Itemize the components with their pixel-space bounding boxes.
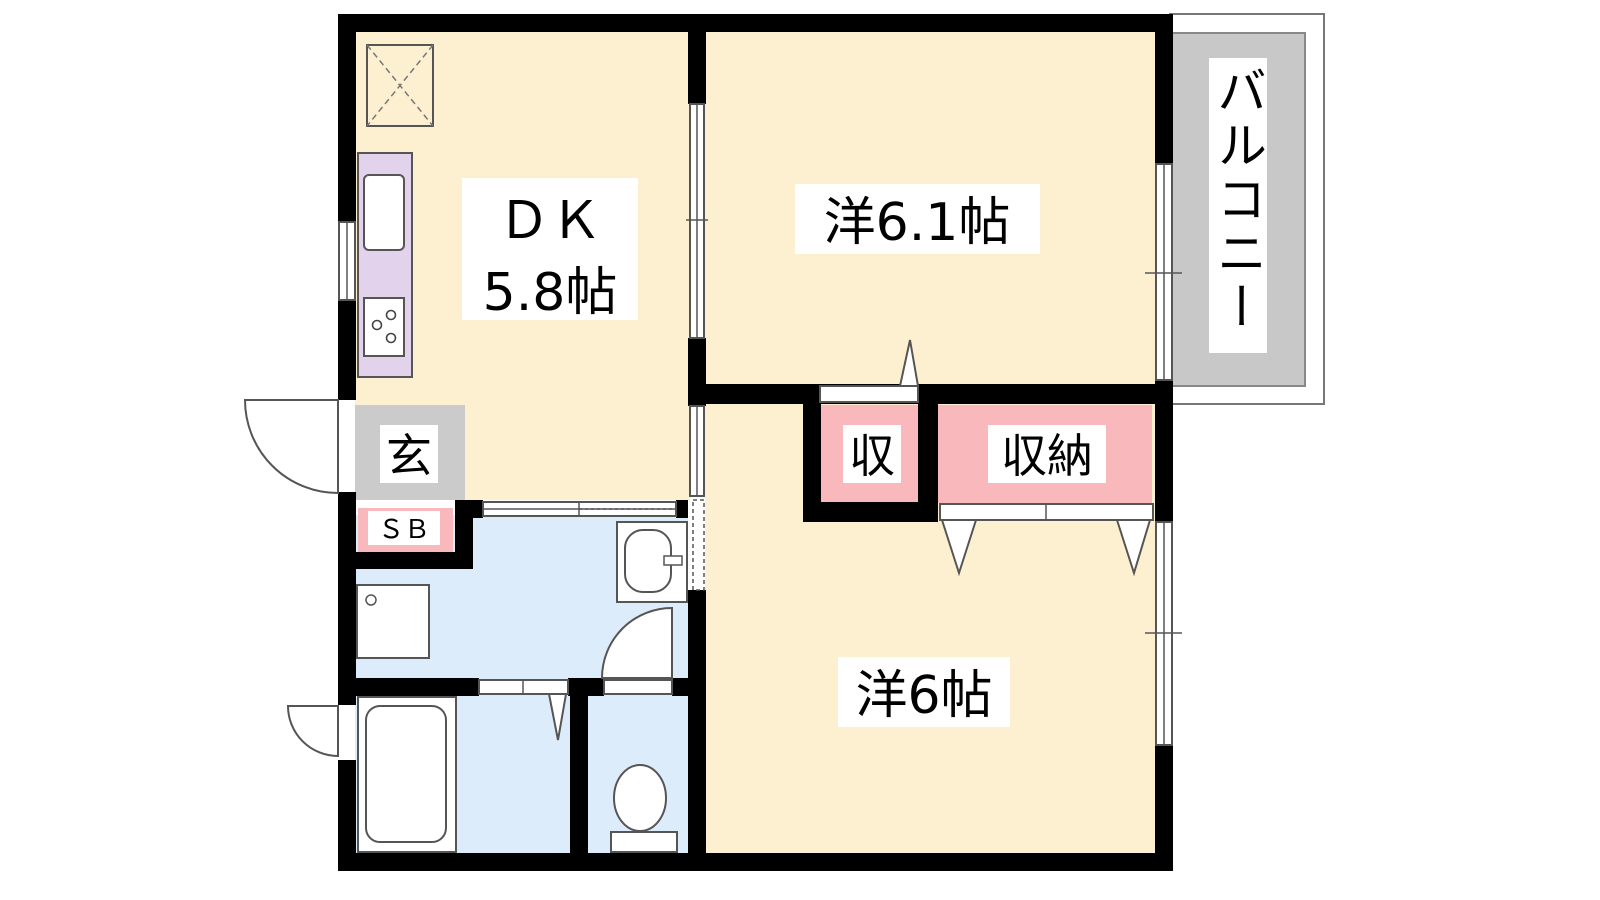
dk-label-line2: 5.8帖: [483, 263, 618, 323]
western-a-label: 洋6.1帖: [824, 193, 1011, 253]
western-b-label-bg: [838, 657, 1010, 727]
burner-icon: [385, 309, 397, 321]
closet-storage-label: 収納: [1001, 429, 1093, 483]
sink-icon: [363, 174, 405, 251]
shoe-box-label: ＳＢ: [378, 515, 430, 545]
shoe-box-label-bg: [368, 511, 440, 545]
door-markers: [547, 339, 1152, 741]
door-swings: [243, 399, 673, 758]
closet-small-label-bg: [843, 425, 901, 483]
western-b-label: 洋6帖: [855, 666, 992, 726]
folding-door: [692, 499, 705, 591]
fridge-space-icon: [366, 44, 434, 127]
western-a-label-bg: [795, 184, 1040, 254]
entrance-label-bg: [380, 425, 438, 483]
dk-label-bg: [462, 178, 638, 320]
stove-icon: [363, 297, 405, 357]
closet-small-label: 収: [849, 429, 895, 483]
faucet-icon: [663, 555, 683, 566]
burner-icon: [371, 319, 383, 331]
toilet-tank-icon: [610, 831, 678, 853]
entrance-label: 玄: [386, 429, 432, 483]
walls: [338, 14, 1173, 871]
bathtub-icon: [365, 705, 447, 843]
dk-label-line1: ＤＫ: [498, 191, 602, 251]
drain-icon: [365, 594, 377, 606]
balcony-label: バルコニー: [1209, 65, 1267, 335]
balcony-label-bg: [1209, 58, 1267, 353]
burner-icon: [385, 332, 397, 344]
toilet-bowl-icon: [613, 764, 667, 832]
closet-storage-label-bg: [988, 425, 1106, 483]
